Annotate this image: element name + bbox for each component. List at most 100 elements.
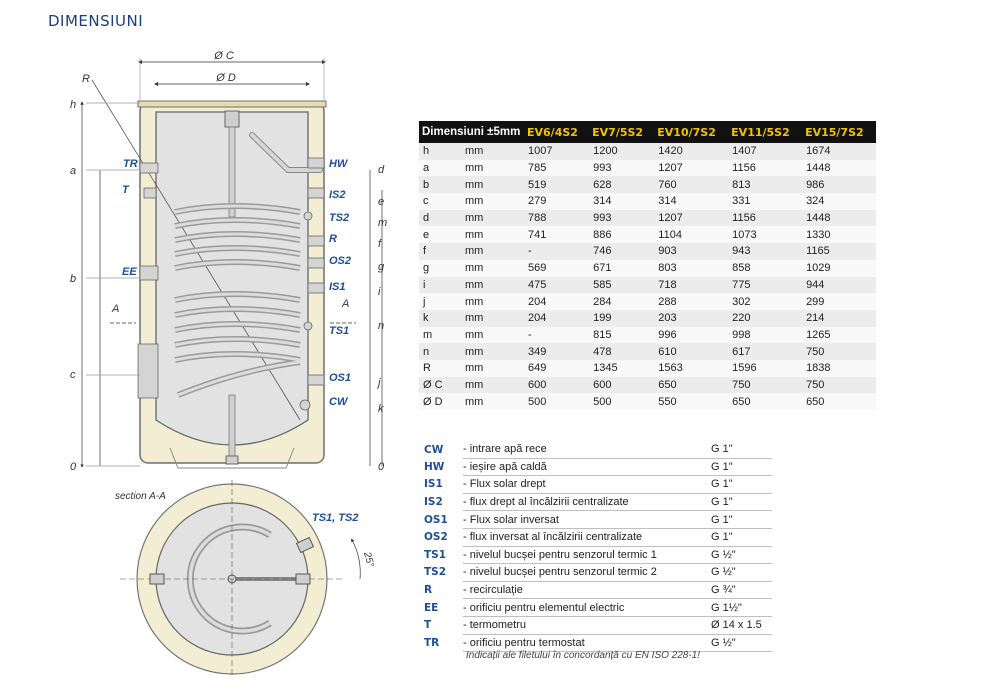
connection-row: IS2- flux drept al încălzirii centraliza… xyxy=(424,493,772,512)
value-cell: 628 xyxy=(589,176,655,194)
value-cell: 1165 xyxy=(802,243,876,260)
dim-zero-left-label: 0 xyxy=(70,461,77,473)
section-view xyxy=(120,480,361,676)
param-cell: Ø D xyxy=(419,393,461,410)
value-cell: 943 xyxy=(728,243,803,260)
dim-b-label: b xyxy=(70,273,76,285)
connection-code: T xyxy=(424,619,432,632)
param-cell: Ø C xyxy=(419,376,461,394)
section-marker-right: A xyxy=(341,298,349,310)
page-title: DIMENSIUNI xyxy=(48,12,144,30)
value-cell: 746 xyxy=(589,243,655,260)
value-cell: 349 xyxy=(524,343,590,360)
connection-thread-size: G 1" xyxy=(711,493,772,512)
connection-description: - Flux solar drept xyxy=(463,475,711,494)
diameter-d-label: Ø D xyxy=(215,72,236,84)
value-cell: 204 xyxy=(524,309,590,327)
connection-description: - flux inversat al încălzirii centraliza… xyxy=(463,528,711,547)
connection-thread-size: G 1" xyxy=(711,441,772,459)
dim-m-label: m xyxy=(378,217,387,229)
left-connection-stubs xyxy=(137,162,159,399)
param-cell: j xyxy=(419,293,461,310)
value-cell: - xyxy=(524,243,590,260)
connection-thread-size: G ½" xyxy=(711,634,772,653)
unit-cell: mm xyxy=(461,259,524,277)
connection-thread-size: G 1" xyxy=(711,528,772,547)
param-cell: b xyxy=(419,176,461,194)
dim-e-label: e xyxy=(378,196,384,208)
value-cell: 199 xyxy=(589,309,655,327)
connection-row: TS1- nivelul bucșei pentru senzorul term… xyxy=(424,546,772,565)
value-cell: 760 xyxy=(654,176,729,194)
param-cell: a xyxy=(419,159,461,177)
param-cell: h xyxy=(419,143,461,160)
connection-description: - orificiu pentru elementul electric xyxy=(463,598,711,617)
conn-ts1-label: TS1 xyxy=(329,325,349,337)
value-cell: 996 xyxy=(654,326,729,344)
connection-thread-size: G 1" xyxy=(711,475,772,494)
value-cell: 1156 xyxy=(728,159,803,177)
section-marker-left: A xyxy=(111,303,119,315)
unit-cell: mm xyxy=(461,193,524,210)
dim-zero-right-label: 0 xyxy=(378,461,385,473)
dim-j-label: j xyxy=(376,377,381,389)
param-cell: m xyxy=(419,326,461,344)
connection-code: R xyxy=(424,584,433,597)
param-cell: i xyxy=(419,276,461,294)
value-cell: 650 xyxy=(728,393,803,410)
connection-code: TS2 xyxy=(424,566,447,579)
dimensions-header-row: Dimensiuni ±5mm EV6/4S2 EV7/5S2 EV10/7S2… xyxy=(419,121,876,143)
connection-code: HW xyxy=(424,460,445,473)
value-cell: 649 xyxy=(524,359,590,377)
connection-description: - flux drept al încălzirii centralizate xyxy=(463,493,711,512)
dim-i-label: i xyxy=(378,286,381,298)
param-cell: g xyxy=(419,259,461,277)
connection-description: - Flux solar inversat xyxy=(463,510,711,529)
unit-cell: mm xyxy=(461,293,524,310)
value-cell: 1448 xyxy=(802,209,876,227)
model-header: EV6/4S2 xyxy=(524,121,590,143)
value-cell: 1407 xyxy=(728,143,803,160)
connection-code: TR xyxy=(424,636,440,649)
connection-description: - ieșire apă caldă xyxy=(463,458,711,477)
conn-os1-label: OS1 xyxy=(329,372,351,384)
dim-a-label: a xyxy=(70,165,76,177)
value-cell: 750 xyxy=(728,376,803,394)
value-cell: 993 xyxy=(589,159,655,177)
value-cell: 1448 xyxy=(802,159,876,177)
value-cell: 785 xyxy=(524,159,590,177)
connection-thread-size: G ½" xyxy=(711,546,772,565)
value-cell: 1563 xyxy=(654,359,729,377)
value-cell: 220 xyxy=(728,309,803,327)
value-cell: 1345 xyxy=(589,359,655,377)
conn-ee-label: EE xyxy=(122,266,137,278)
value-cell: 203 xyxy=(654,309,729,327)
model-header: EV10/7S2 xyxy=(654,121,729,143)
value-cell: 610 xyxy=(654,343,729,360)
connection-description: - nivelul bucșei pentru senzorul termic … xyxy=(463,546,711,565)
dimensions-header-label: Dimensiuni ±5mm xyxy=(419,121,524,143)
tank-drawing: Ø C Ø D h a b c 0 R d e m f g i n j k 0 … xyxy=(70,50,387,676)
dim-h-label: h xyxy=(70,99,76,111)
conn-os2-label: OS2 xyxy=(329,255,351,267)
unit-cell: mm xyxy=(461,376,524,394)
unit-cell: mm xyxy=(461,393,524,410)
value-cell: 813 xyxy=(728,176,803,194)
connection-description: - nivelul bucșei pentru senzorul termic … xyxy=(463,563,711,582)
dim-d-label: d xyxy=(378,164,385,176)
connection-thread-size: G ½" xyxy=(711,563,772,582)
value-cell: 314 xyxy=(654,193,729,210)
